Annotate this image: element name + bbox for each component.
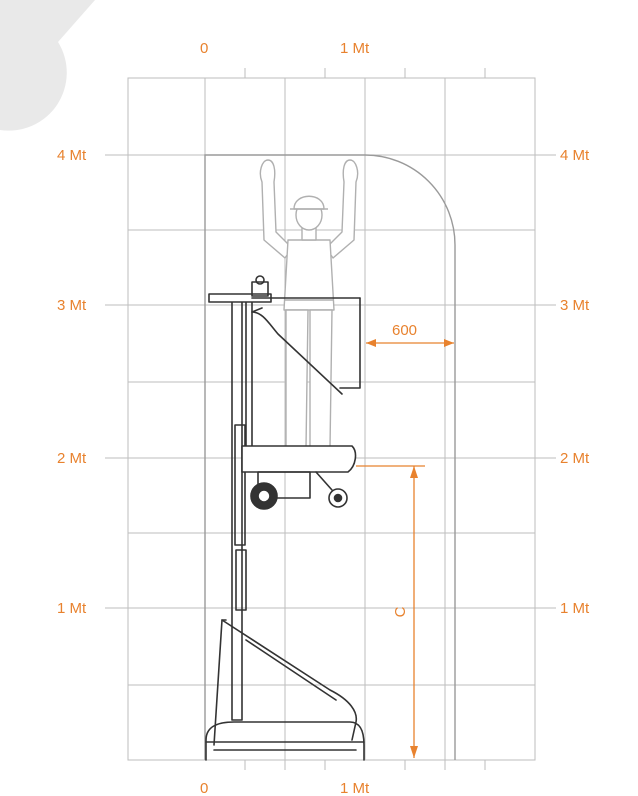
working-envelope (204, 154, 456, 760)
axis-labels: 0 1 Mt 0 1 Mt 4 Mt 3 Mt 2 Mt 1 Mt 4 Mt 3… (57, 40, 590, 796)
right-label-3: 3 Mt (560, 297, 590, 314)
bottom-label-1: 1 Mt (340, 780, 370, 796)
left-label-1: 1 Mt (57, 600, 87, 617)
right-label-4: 4 Mt (560, 147, 590, 164)
worker-arms-raised-icon (259, 159, 359, 449)
clearance-label: 600 (392, 322, 417, 339)
left-label-3: 3 Mt (57, 297, 87, 314)
dimension-lines (356, 339, 454, 758)
right-label-1: 1 Mt (560, 600, 590, 617)
bottom-label-0: 0 (200, 780, 208, 796)
mobile-work-platform-icon (205, 275, 365, 761)
platform-height-label: C (392, 606, 409, 617)
left-label-2: 2 Mt (57, 450, 87, 467)
left-label-4: 4 Mt (57, 147, 87, 164)
top-label-1: 1 Mt (340, 40, 370, 57)
top-label-0: 0 (200, 40, 208, 57)
right-label-2: 2 Mt (560, 450, 590, 467)
corner-watermark-icon (0, 0, 95, 131)
